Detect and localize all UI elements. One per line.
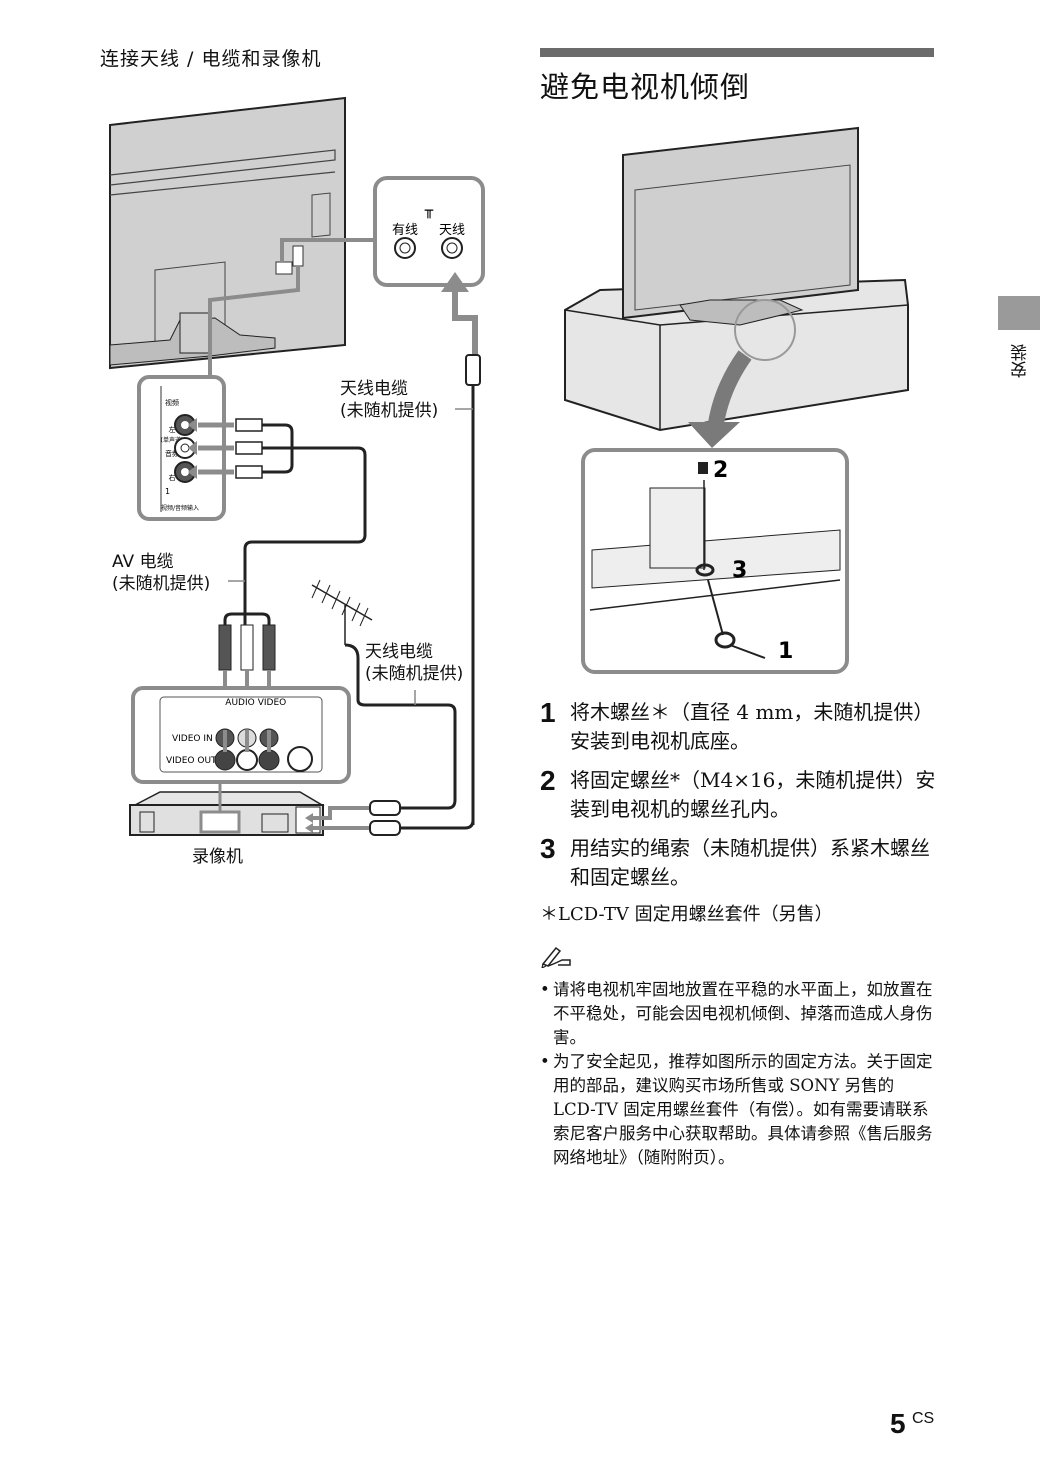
cable-jack-label: 有线	[392, 223, 418, 238]
svg-text:视频: 视频	[165, 398, 179, 407]
callout-3: 3	[732, 558, 747, 583]
detail-view: 2 3 1	[581, 448, 849, 674]
anti-tip-diagram: 2 3 1	[564, 126, 909, 674]
svg-text:AUDIO: AUDIO	[225, 698, 254, 708]
tv-on-stand-illustration	[564, 126, 909, 448]
outdoor-antenna	[311, 579, 457, 810]
left-section-title: 连接天线 / 电缆和录像机	[100, 48, 322, 70]
note-item: 请将电视机牢固地放置在平稳的水平面上，如放置在不平稳处，可能会因电视机倾倒、掉落…	[540, 978, 940, 1050]
step-text: 用结实的绳索（未随机提供）系紧木螺丝和固定螺丝。	[570, 836, 930, 889]
antenna-jack-label: 天线	[439, 223, 465, 238]
notes-list: 请将电视机牢固地放置在平稳的水平面上，如放置在不平稳处，可能会因电视机倾倒、掉落…	[540, 978, 940, 1170]
steps-list: 1 将木螺丝＊（直径 4 mm，未随机提供）安装到电视机底座。 2 将固定螺丝*…	[540, 698, 940, 1170]
step-number: 1	[540, 697, 556, 728]
step-text: 将木螺丝＊（直径 4 mm，未随机提供）安装到电视机底座。	[570, 700, 934, 753]
side-chapter-tab	[998, 296, 1040, 330]
svg-text:右: 右	[169, 473, 176, 482]
antenna-cable-label-1: 天线电缆(未随机提供)	[340, 379, 439, 421]
callout-2: 2	[713, 458, 728, 483]
antenna-cable-1	[400, 354, 481, 830]
footnote: ＊LCD-TV 固定用螺丝套件（另售）	[540, 904, 833, 925]
step-3: 3 用结实的绳索（未随机提供）系紧木螺丝和固定螺丝。	[540, 834, 940, 892]
tv-back-illustration	[109, 96, 375, 385]
vcr-rear-panel: AUDIO VIDEO VIDEO IN VIDEO OUT	[131, 686, 351, 784]
page-number: 5	[890, 1408, 906, 1439]
av-cable-label: AV 电缆(未随机提供)	[112, 552, 211, 594]
tv-av-input-panel: 视频 左 (单声道) 音频 右 1 视频/音频输入	[137, 375, 263, 521]
connection-diagram: ╥ 有线 天线 视频 左 (单声道) 音频 右 1 视频/音频输入	[109, 96, 485, 836]
step-number: 2	[540, 765, 556, 796]
svg-text:VIDEO: VIDEO	[258, 698, 287, 708]
note-item: 为了安全起见，推荐如图所示的固定方法。关于固定用的部品，建议购买市场所售或 SO…	[540, 1050, 940, 1170]
svg-text:左: 左	[169, 425, 176, 434]
right-section-title: 避免电视机倾倒	[540, 70, 751, 104]
side-chapter-label: 安装	[1011, 344, 1031, 378]
step-1: 1 将木螺丝＊（直径 4 mm，未随机提供）安装到电视机底座。	[540, 698, 940, 756]
svg-text:音频: 音频	[165, 449, 179, 458]
av-cable	[218, 423, 367, 730]
page-suffix: CS	[912, 1410, 935, 1427]
vcr-illustration	[129, 782, 401, 836]
vcr-caption: 录像机	[192, 847, 243, 867]
pencil-note-icon	[541, 946, 571, 970]
step-number: 3	[540, 833, 556, 864]
svg-text:VIDEO OUT: VIDEO OUT	[166, 756, 217, 766]
svg-text:(单声道): (单声道)	[161, 436, 184, 444]
section-rule	[540, 48, 934, 57]
wall-antenna-panel: ╥ 有线 天线	[373, 176, 485, 355]
svg-text:1: 1	[165, 487, 170, 496]
callout-1: 1	[778, 639, 793, 664]
wall-panel-symbol: ╥	[424, 203, 434, 219]
step-text: 将固定螺丝*（M4×16，未随机提供）安装到电视机的螺丝孔内。	[570, 768, 936, 821]
svg-text:VIDEO IN: VIDEO IN	[172, 734, 213, 744]
step-2: 2 将固定螺丝*（M4×16，未随机提供）安装到电视机的螺丝孔内。	[540, 766, 940, 824]
svg-text:视频/音频输入: 视频/音频输入	[161, 504, 199, 512]
antenna-cable-label-2: 天线电缆(未随机提供)	[365, 642, 464, 684]
